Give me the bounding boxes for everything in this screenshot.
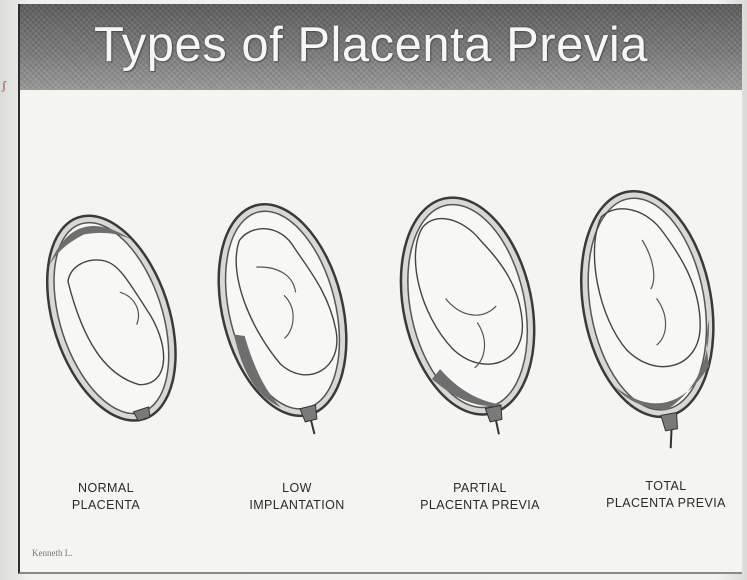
image-credit: Kenneth L. (32, 549, 73, 558)
caption-line-1: NORMAL (46, 480, 166, 497)
partial-placenta-previa-illustration (378, 184, 558, 452)
cervix (661, 413, 680, 432)
caption-line-1: TOTAL (596, 478, 736, 495)
caption-line-1: PARTIAL (406, 480, 554, 497)
credit-text: Kenneth L. (32, 549, 73, 558)
vaginal-canal (311, 420, 314, 434)
total-placenta-previa-illustration (558, 180, 738, 464)
vaginal-canal (496, 421, 499, 435)
normal-placenta-illustration (28, 200, 196, 450)
cervix (485, 405, 504, 422)
caption-line-2: PLACENTA (46, 497, 166, 514)
vaginal-canal (668, 430, 675, 448)
low-implantation-illustration (198, 192, 368, 452)
margin-mark: ʃ (2, 78, 6, 93)
slide-title: Types of Placenta Previa (94, 17, 714, 73)
caption-line-2: PLACENTA PREVIA (406, 497, 554, 514)
caption-line-1: LOW (232, 480, 362, 497)
caption-total-previa: TOTAL PLACENTA PREVIA (596, 478, 736, 512)
slide: Types of Placenta Previa NORMAL PLACENTA (18, 4, 742, 574)
caption-line-2: PLACENTA PREVIA (596, 495, 736, 512)
caption-partial-previa: PARTIAL PLACENTA PREVIA (406, 480, 554, 514)
title-band: Types of Placenta Previa (20, 4, 742, 90)
caption-line-2: IMPLANTATION (232, 497, 362, 514)
caption-normal: NORMAL PLACENTA (46, 480, 166, 514)
caption-low-implantation: LOW IMPLANTATION (232, 480, 362, 514)
